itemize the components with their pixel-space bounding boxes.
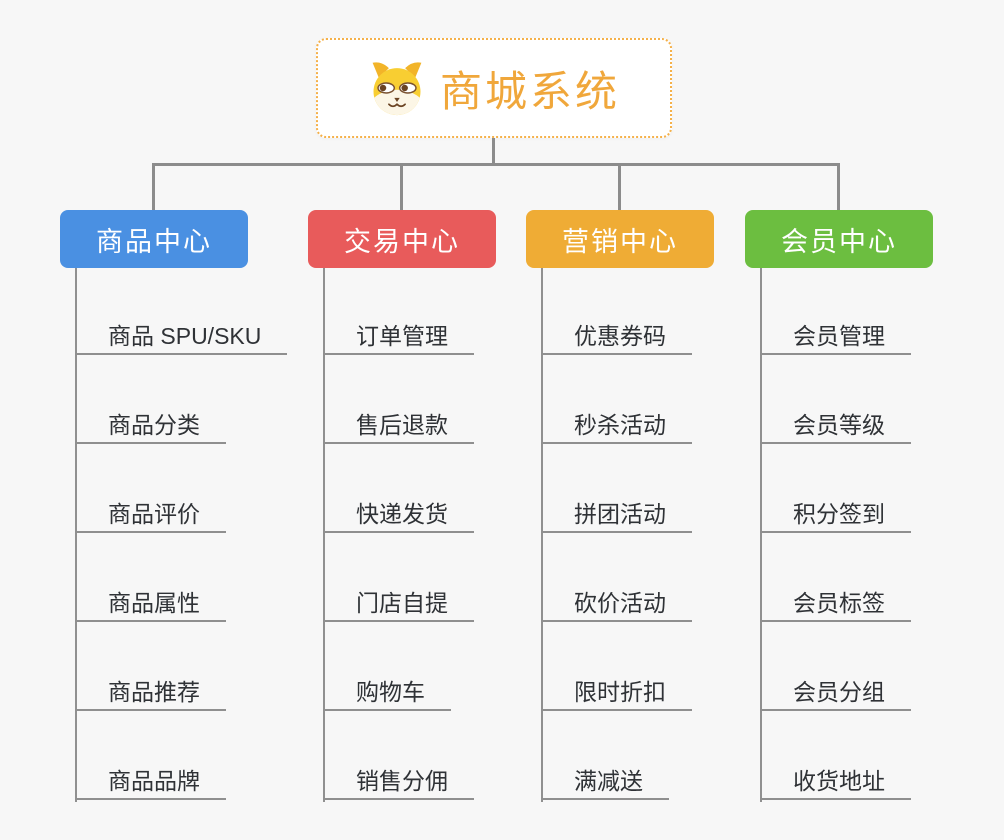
connector-drop-product — [152, 163, 155, 211]
leaf-topic[interactable]: 购物车 — [323, 675, 451, 711]
leaf-topic[interactable]: 收货地址 — [760, 764, 911, 800]
leaf-topic[interactable]: 商品推荐 — [75, 675, 226, 711]
branch-trunk — [760, 268, 762, 802]
leaf-topic[interactable]: 满减送 — [541, 764, 669, 800]
root-title: 商城系统 — [439, 67, 620, 115]
branch-trunk — [323, 268, 325, 802]
branch-trunk — [75, 268, 77, 802]
leaf-topic[interactable]: 售后退款 — [323, 408, 474, 444]
branch-trade-center: 交易中心 订单管理售后退款快递发货门店自提购物车销售分佣 — [308, 210, 496, 810]
leaf-topic[interactable]: 商品评价 — [75, 497, 226, 533]
branch-product-center: 商品中心 商品 SPU/SKU 商品分类商品评价商品属性商品推荐商品品牌 — [60, 210, 288, 810]
leaf-topic[interactable]: 销售分佣 — [323, 764, 474, 800]
leaf-topic[interactable]: 商品品牌 — [75, 764, 226, 800]
root-node[interactable]: 商城系统 — [316, 38, 672, 138]
connector-horizontal — [152, 163, 840, 166]
connector-drop-trade — [400, 163, 403, 211]
branch-trunk — [541, 268, 543, 802]
branch-header-product[interactable]: 商品中心 — [60, 210, 248, 268]
leaf-topic[interactable]: 拼团活动 — [541, 497, 692, 533]
leaf-topic[interactable]: 会员管理 — [760, 319, 911, 355]
branch-marketing-center: 营销中心 优惠券码秒杀活动拼团活动砍价活动限时折扣满减送 — [526, 210, 714, 810]
leaf-topic[interactable]: 积分签到 — [760, 497, 911, 533]
leaf-topic[interactable]: 会员分组 — [760, 675, 911, 711]
leaf-topic[interactable]: 门店自提 — [323, 586, 474, 622]
leaf-topic[interactable]: 限时折扣 — [541, 675, 692, 711]
leaf-topic[interactable]: 订单管理 — [323, 319, 474, 355]
leaf-topic[interactable]: 商品属性 — [75, 586, 226, 622]
connector-drop-member — [837, 163, 840, 211]
leaf-topic[interactable]: 砍价活动 — [541, 586, 692, 622]
leaf-topic[interactable]: 秒杀活动 — [541, 408, 692, 444]
leaf-topic[interactable]: 快递发货 — [323, 497, 474, 533]
dog-face-icon — [372, 62, 422, 116]
leaf-topic[interactable]: 商品 SPU/SKU — [75, 319, 288, 355]
leaf-topic[interactable]: 优惠券码 — [541, 319, 692, 355]
branch-header-member[interactable]: 会员中心 — [745, 210, 933, 268]
branch-header-marketing[interactable]: 营销中心 — [526, 210, 714, 268]
leaf-topic[interactable]: 会员标签 — [760, 586, 911, 622]
connector-root-stem — [492, 138, 495, 164]
branch-header-trade[interactable]: 交易中心 — [308, 210, 496, 268]
leaf-topic[interactable]: 会员等级 — [760, 408, 911, 444]
connector-drop-marketing — [618, 163, 621, 211]
leaf-topic[interactable]: 商品分类 — [75, 408, 226, 444]
branch-member-center: 会员中心 会员管理会员等级积分签到会员标签会员分组收货地址 — [745, 210, 933, 810]
